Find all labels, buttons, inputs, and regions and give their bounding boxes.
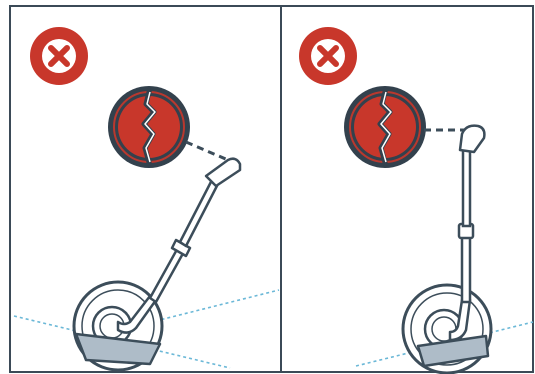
deck (416, 334, 490, 368)
panel-right (299, 27, 534, 374)
broken-circle-warning-icon (108, 86, 190, 168)
upper-stem (461, 148, 472, 228)
x-circle-icon (30, 27, 88, 85)
broken-circle-warning-icon (344, 86, 426, 168)
panel-left (13, 27, 280, 372)
handlebar (204, 157, 242, 188)
leader-line (185, 140, 229, 162)
ground-line (13, 315, 231, 369)
handlebar (458, 124, 486, 154)
slope-line (79, 289, 280, 341)
deck (74, 332, 162, 366)
x-circle-icon (299, 27, 357, 85)
lower-stem (460, 234, 472, 304)
